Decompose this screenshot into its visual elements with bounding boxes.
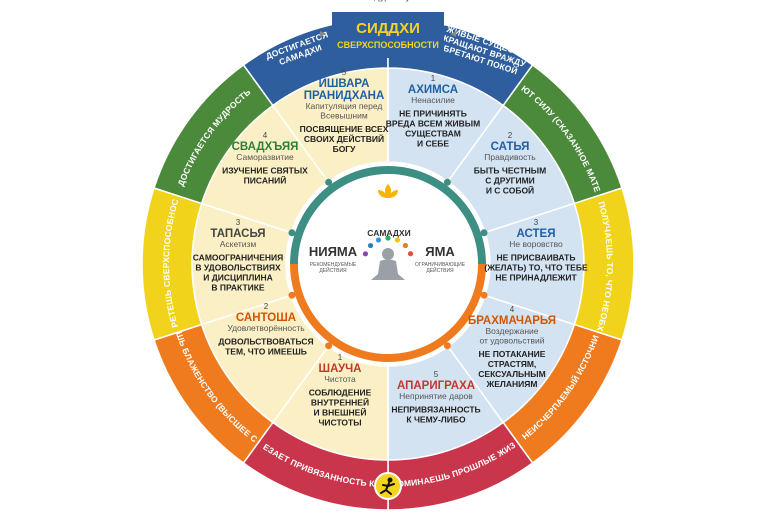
yama-2-number: 2 bbox=[508, 131, 513, 140]
yama-2-name: САТЬЯ bbox=[491, 141, 530, 153]
yama-3-number: 3 bbox=[534, 218, 539, 227]
arrow-left-icon bbox=[320, 31, 326, 37]
chakra-dot bbox=[362, 251, 369, 257]
niyama-3-number: 3 bbox=[236, 218, 241, 227]
niyama-5-number: 5 bbox=[342, 68, 347, 77]
niyama-2-name: САНТОША bbox=[236, 312, 296, 324]
ring-segment-wisdom bbox=[153, 63, 274, 205]
niyama-5-name: ИШВАРА bbox=[319, 78, 370, 90]
core-samadhi: САМАДХИ bbox=[367, 228, 410, 238]
chakra-dot bbox=[394, 237, 401, 243]
niyama-3-sub: Аскетизм bbox=[220, 239, 257, 249]
meditating-person-icon bbox=[371, 248, 405, 280]
niyama-3-name: ТАПАСЬЯ bbox=[210, 228, 265, 240]
yama-3-sub: Не воровство bbox=[509, 239, 563, 249]
yama-4-number: 4 bbox=[510, 305, 515, 314]
middle: на уровнетела, речи и ума bbox=[355, 0, 420, 2]
title-sub: СВЕРХСПОСОБНОСТИ bbox=[337, 40, 439, 50]
yama-2-sub: Правдивость bbox=[484, 152, 536, 162]
niyama-2-sub: Удовлетворённость bbox=[227, 323, 305, 333]
chakra-dot bbox=[367, 242, 374, 249]
sectors bbox=[191, 67, 585, 461]
niyama-4-name: СВАДХЪЯЯ bbox=[232, 141, 299, 153]
chakra-dot bbox=[385, 235, 391, 241]
lotus-icon bbox=[378, 184, 398, 198]
chakra-dot bbox=[402, 242, 409, 249]
yama-3-name: АСТЕЯ bbox=[517, 228, 556, 240]
yama-5-sub: Непринятие даров bbox=[399, 391, 473, 401]
inner-core bbox=[288, 68, 488, 460]
niyama-1-number: 1 bbox=[338, 353, 343, 362]
yama-1-number: 1 bbox=[431, 74, 436, 83]
chakra-dot bbox=[375, 237, 382, 243]
niyama-1-name: ШАУЧА bbox=[319, 363, 362, 375]
yama-5-number: 5 bbox=[434, 370, 439, 379]
yama-5-name: АПАРИГРАХА bbox=[397, 380, 475, 392]
niyama-4-sub: Саморазвитие bbox=[236, 152, 294, 162]
niyama-5-name2: ПРАНИДХАНА bbox=[304, 90, 385, 102]
niyama-1-sub: Чистота bbox=[324, 374, 356, 384]
yama-1-sub: Ненасилие bbox=[411, 95, 455, 105]
niyama-4-number: 4 bbox=[263, 131, 268, 140]
running-figure-icon bbox=[374, 472, 402, 500]
core-yama-title: ЯМА bbox=[425, 244, 455, 259]
chakra-dot bbox=[407, 251, 414, 257]
title-main: СИДДХИ bbox=[356, 20, 420, 37]
yama-4-name: БРАХМАЧАРЬЯ bbox=[468, 315, 556, 327]
core-niyama-title: НИЯМА bbox=[309, 244, 358, 259]
arrow-right-icon bbox=[450, 31, 456, 37]
yama-1-name: АХИМСА bbox=[408, 84, 458, 96]
niyama-2-number: 2 bbox=[264, 302, 269, 311]
title-panel bbox=[332, 12, 444, 58]
